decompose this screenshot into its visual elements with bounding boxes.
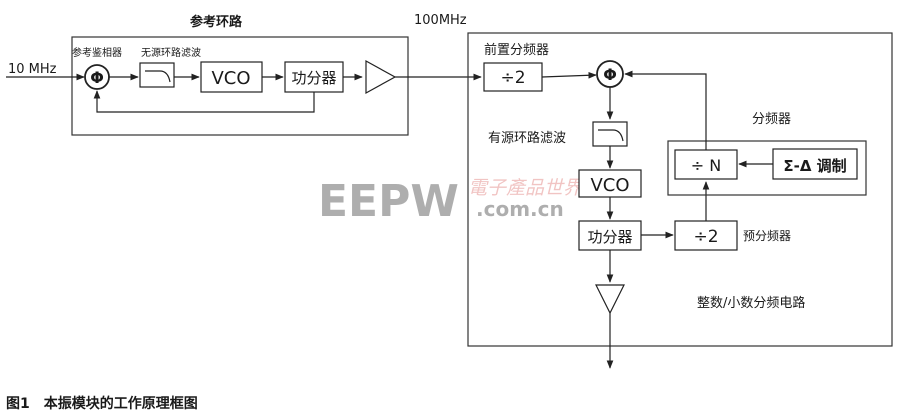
main-splitter-block: 功分器: [578, 220, 642, 251]
prescaler-label: 预分频器: [743, 229, 791, 243]
input-10mhz-label: 10 MHz: [8, 62, 57, 77]
watermark-chinese: 電子產品世界: [468, 177, 583, 199]
ref-phase-detector: Φ: [84, 64, 110, 90]
passive-filter-label: 无源环路滤波: [141, 46, 201, 59]
synthesizer-box: [467, 32, 893, 347]
reference-loop-title: 参考环路: [190, 14, 243, 30]
svg-text:Φ: Φ: [603, 65, 617, 84]
prescaler-front-label: 前置分频器: [484, 42, 549, 58]
svg-text:功分器: 功分器: [291, 69, 336, 87]
svg-text:÷2: ÷2: [500, 68, 525, 88]
reference-loop-box: [71, 36, 409, 136]
divider-title: 分频器: [752, 112, 791, 127]
output-amplifier: [595, 284, 625, 315]
svg-text:VCO: VCO: [590, 175, 629, 196]
svg-text:功分器: 功分器: [587, 228, 632, 246]
ref-feedback-line: [93, 90, 315, 113]
svg-text:VCO: VCO: [211, 68, 250, 89]
divide-by-n-block: ÷ N: [674, 149, 738, 180]
synth-title: 整数/小数分频电路: [697, 295, 805, 311]
svg-text:÷2: ÷2: [693, 227, 718, 247]
output-100mhz-label: 100MHz: [414, 13, 467, 28]
svg-text:÷ N: ÷ N: [691, 156, 721, 175]
svg-text:Φ: Φ: [90, 68, 104, 87]
watermark: EEPW 電子產品世界 .com.cn: [318, 176, 583, 227]
ref-vco-block: VCO: [200, 61, 263, 93]
main-phase-detector: Φ: [596, 60, 624, 88]
active-filter-label: 有源环路滤波: [488, 130, 566, 146]
watermark-eepw: EEPW: [318, 176, 459, 227]
svg-text:Σ-Δ 调制: Σ-Δ 调制: [783, 157, 846, 175]
prescaler-block: ÷2: [674, 220, 738, 251]
ref-splitter-block: 功分器: [284, 61, 344, 93]
main-vco-block: VCO: [578, 169, 642, 198]
watermark-domain: .com.cn: [476, 197, 564, 221]
amplifier-triangle: [365, 59, 397, 95]
front-divider-block: ÷2: [483, 62, 543, 92]
main-feedback-line: [624, 70, 707, 150]
ref-phase-detector-label: 参考鉴相器: [72, 46, 122, 59]
sigma-delta-block: Σ-Δ 调制: [772, 148, 858, 180]
passive-filter-block: [139, 62, 175, 88]
divider-box: [667, 140, 867, 196]
active-filter-block: [592, 121, 628, 147]
figure-caption: 图1 本振模块的工作原理框图: [6, 395, 198, 412]
